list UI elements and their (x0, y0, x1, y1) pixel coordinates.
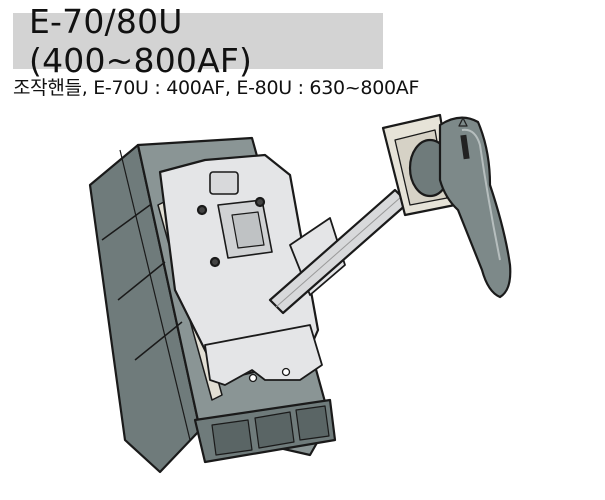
handle-grip (438, 116, 512, 299)
product-subtitle: 조작핸들, E-70U : 400AF, E-80U : 630~800AF (13, 77, 420, 99)
breaker-body-side (88, 143, 202, 474)
page-title: E-70/80U (400~800AF) (29, 2, 253, 80)
lower-plate (204, 324, 323, 386)
breaker-handle-illustration (88, 113, 512, 474)
title-banner: E-70/80U (400~800AF) (13, 2, 383, 80)
